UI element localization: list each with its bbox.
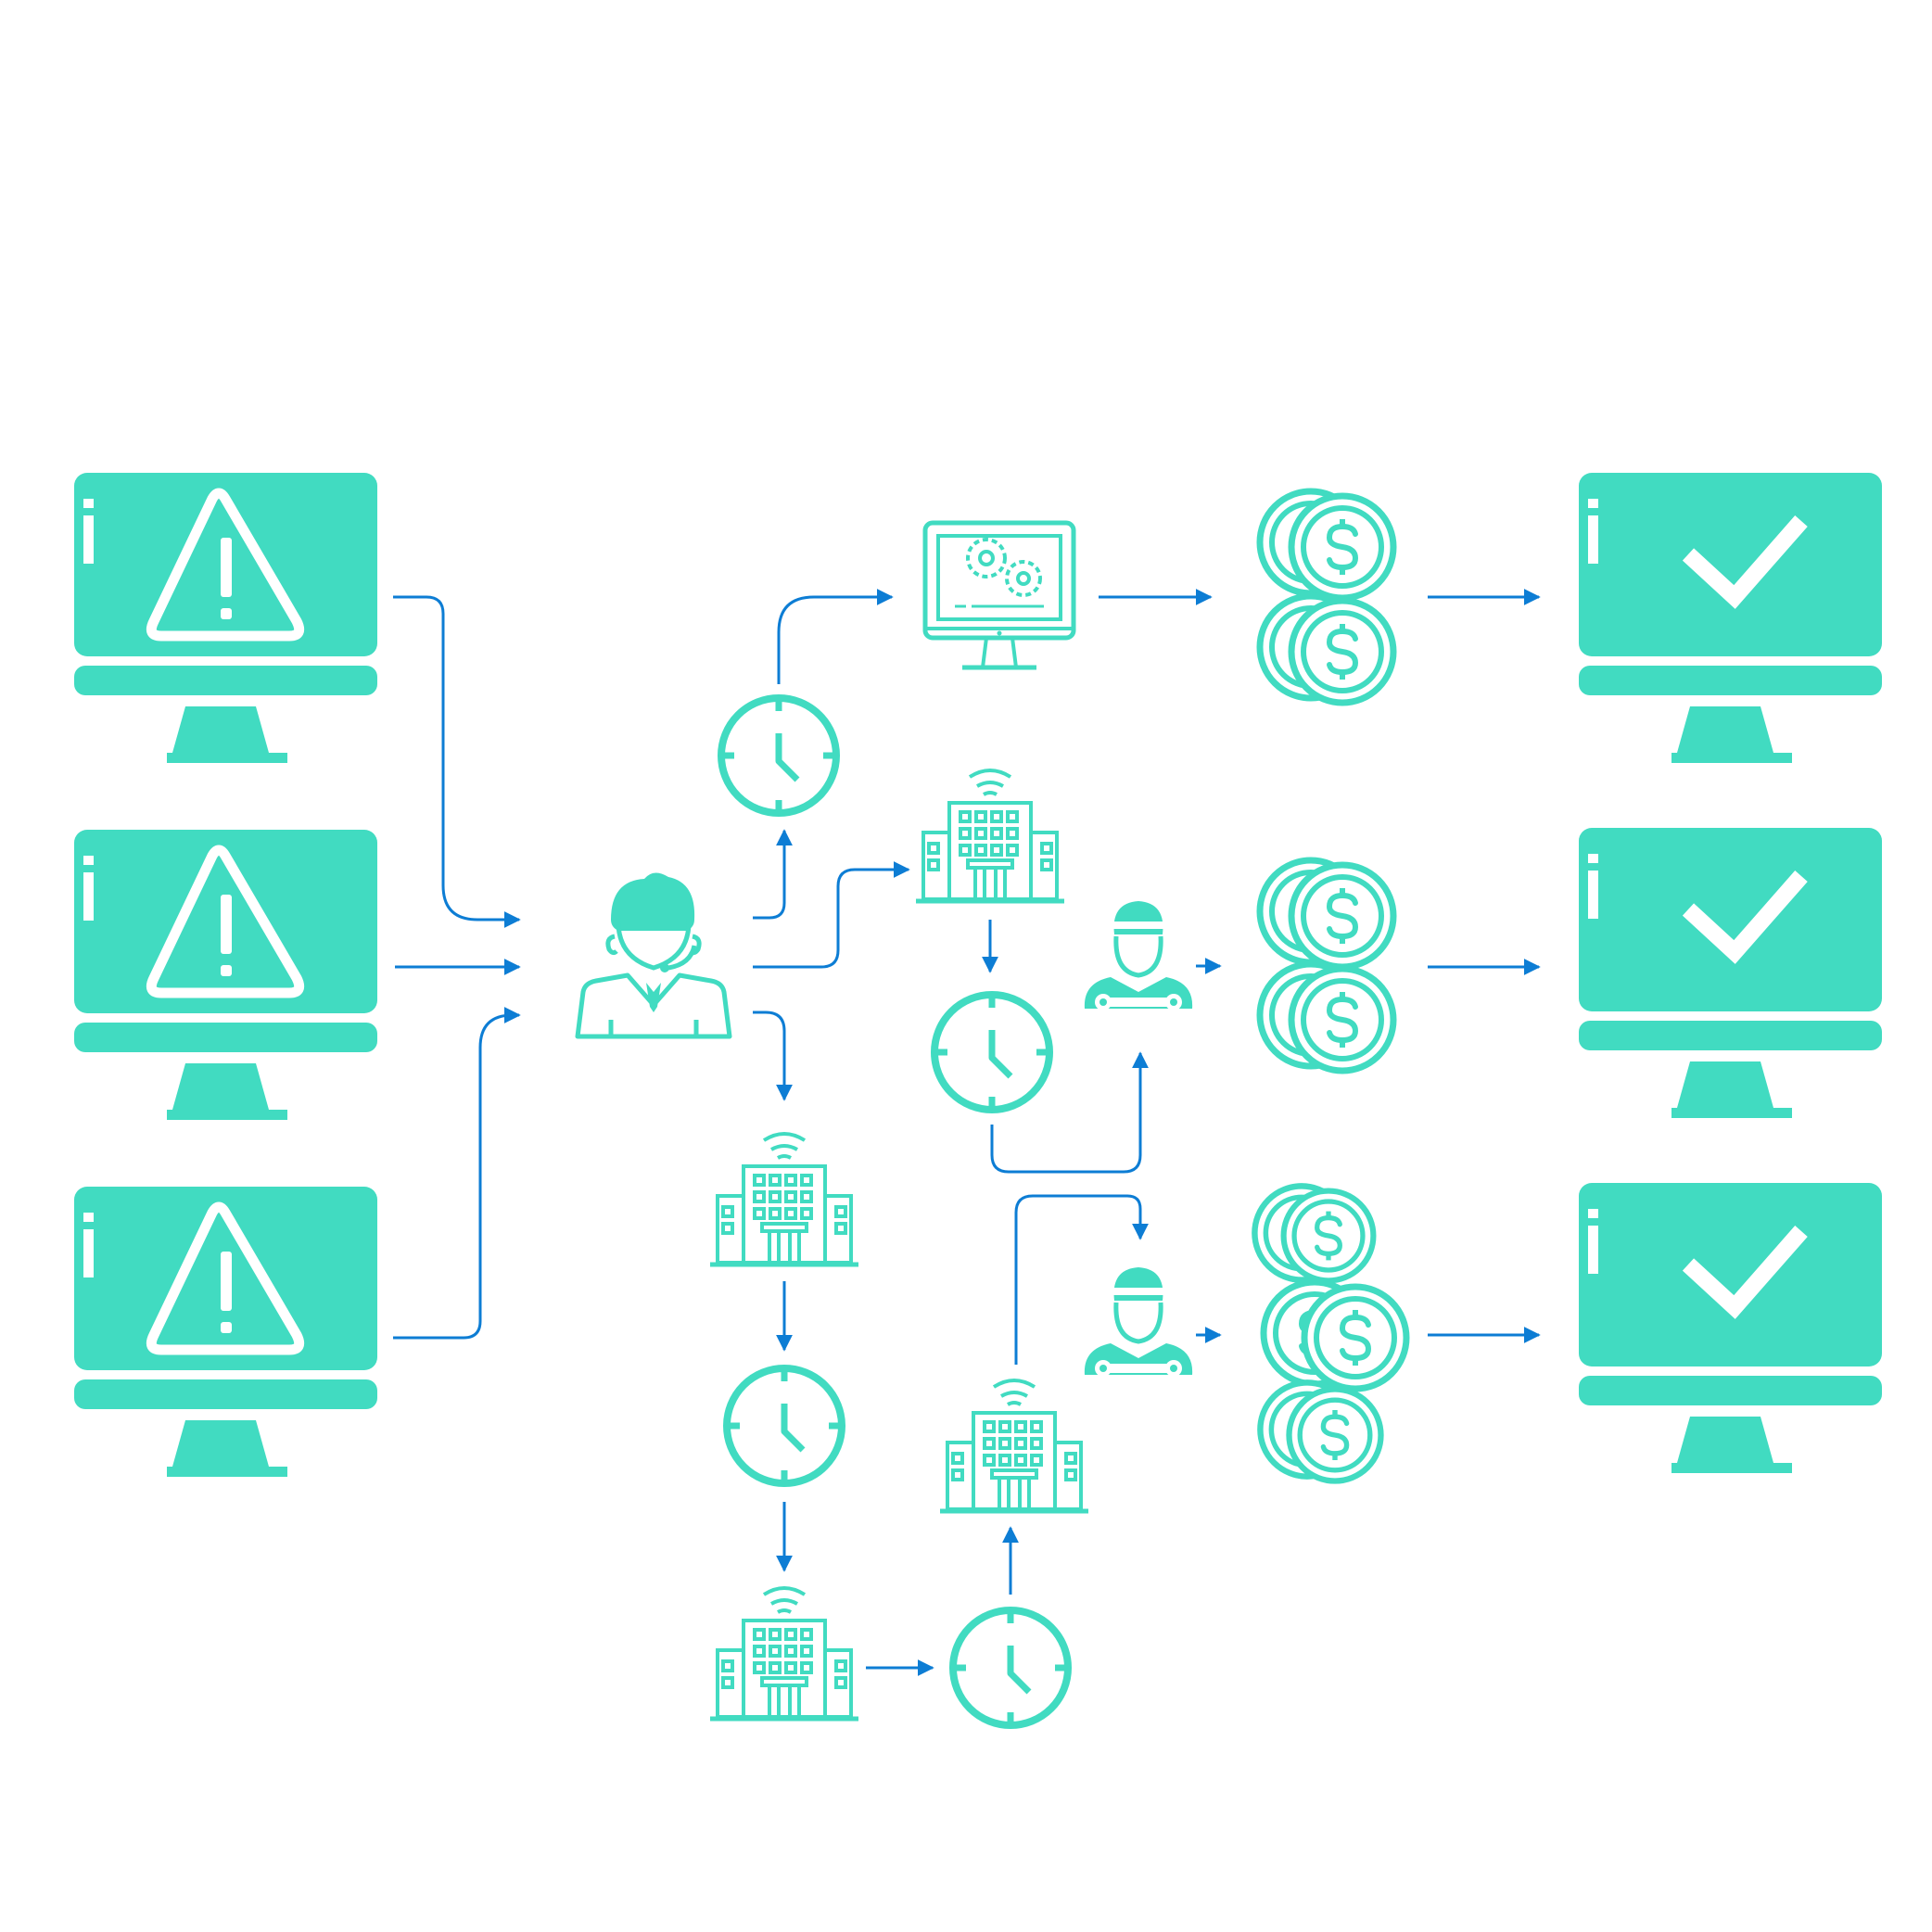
- building-icon: [710, 1588, 858, 1719]
- building-icon: [940, 1380, 1088, 1511]
- monitor-gears-icon: [922, 520, 1076, 670]
- connector-clock-gear: [777, 589, 894, 684]
- clock-icon: [727, 1368, 842, 1483]
- connectors: [393, 589, 1541, 1676]
- clock-icon: [953, 1610, 1068, 1725]
- connector-agent-building: [753, 861, 910, 969]
- monitor-icon: [1579, 1183, 1882, 1473]
- connector-agent-clock-top: [753, 829, 793, 920]
- ok-monitor-3: [1579, 1183, 1882, 1473]
- connector-alert3-agent: [393, 1007, 521, 1340]
- monitor-icon: [1579, 828, 1882, 1118]
- support-agent-icon: [575, 872, 732, 1039]
- monitor-icon: [1579, 473, 1882, 763]
- building-icon: [916, 770, 1064, 901]
- connector-clock-tech1: [990, 1051, 1149, 1174]
- ok-monitor-1: [1579, 473, 1882, 763]
- clock-icon: [721, 698, 836, 813]
- alert-monitor-2: [74, 830, 377, 1120]
- alert-monitor-1: [74, 473, 377, 763]
- connector-agent-building-low: [753, 1010, 793, 1101]
- coins-icon: [1254, 1186, 1406, 1481]
- technician-icon: [1085, 901, 1192, 1010]
- clock-icon: [934, 995, 1049, 1110]
- alert-monitor-3: [74, 1187, 377, 1477]
- technician-icon: [1085, 1267, 1192, 1377]
- building-icon: [710, 1134, 858, 1265]
- connector-building-tech2: [1014, 1194, 1149, 1365]
- ok-monitor-2: [1579, 828, 1882, 1118]
- connector-alert1-agent: [393, 595, 521, 928]
- coins-icon: [1260, 860, 1393, 1071]
- coins-icon: [1260, 491, 1393, 703]
